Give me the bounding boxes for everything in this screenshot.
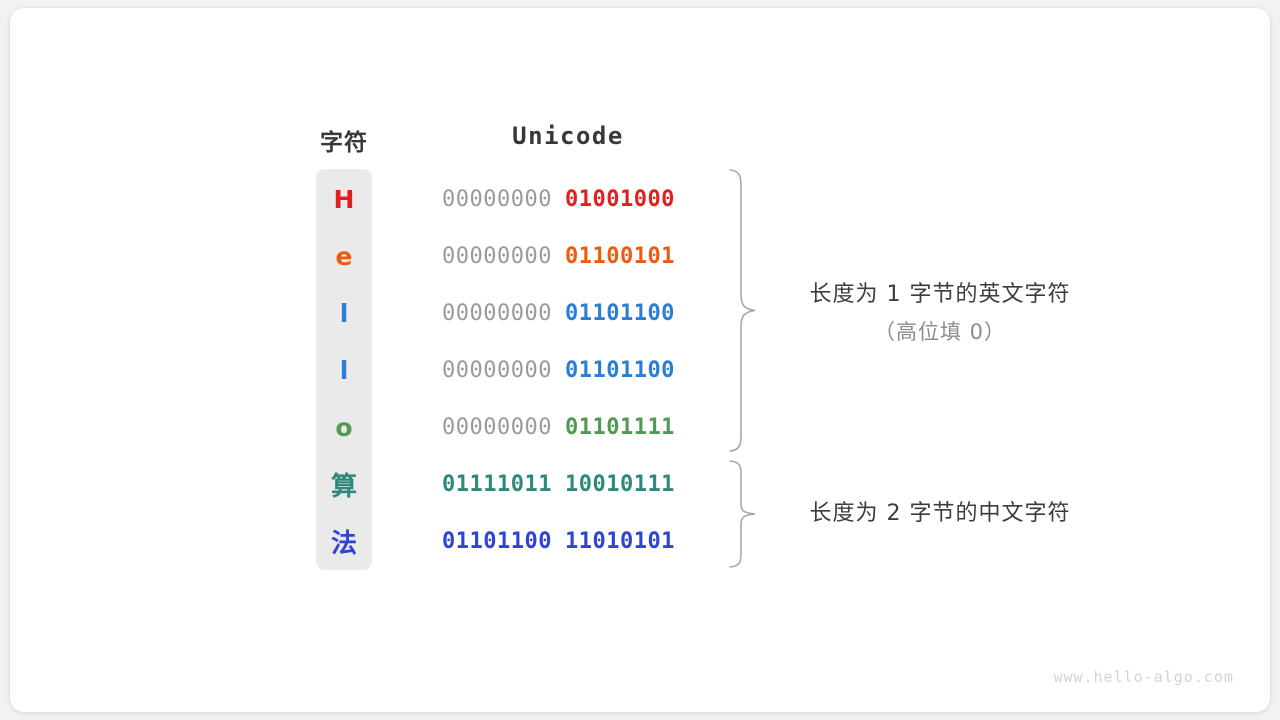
row-high-byte: 00000000 bbox=[442, 415, 552, 440]
row-low-byte: 01101100 bbox=[564, 301, 675, 326]
row-high-byte: 00000000 bbox=[442, 187, 552, 212]
annotation-single-byte-line1: 长度为 1 字节的英文字符 bbox=[809, 282, 1071, 307]
column-header-character: 字符 bbox=[320, 129, 368, 155]
annotation-double-byte: 长度为 2 字节的中文字符 bbox=[780, 495, 1100, 527]
encoding-row: l 00000000 01101100 bbox=[316, 342, 716, 399]
row-character: 法 bbox=[330, 529, 357, 559]
encoding-row: 算 01111011 10010111 bbox=[316, 456, 716, 513]
annotation-single-byte: 长度为 1 字节的英文字符 （高位填 0） bbox=[780, 276, 1100, 346]
row-unicode-bits: 00000000 01101111 bbox=[442, 399, 675, 456]
encoding-row: o 00000000 01101111 bbox=[316, 399, 716, 456]
row-character: e bbox=[335, 242, 353, 271]
row-high-byte: 01111011 bbox=[442, 472, 552, 497]
row-unicode-bits: 00000000 01101100 bbox=[442, 285, 675, 342]
row-unicode-bits: 00000000 01100101 bbox=[442, 228, 675, 285]
brace-single-byte bbox=[728, 168, 758, 453]
column-header-unicode: Unicode bbox=[512, 122, 624, 150]
encoding-row: 法 01101100 11010101 bbox=[316, 513, 716, 570]
row-high-byte: 00000000 bbox=[442, 244, 552, 269]
diagram-card: 字符 Unicode H 00000000 01001000 e 00000000 011… bbox=[10, 8, 1270, 712]
row-low-byte: 11010101 bbox=[564, 529, 675, 554]
row-unicode-bits: 01111011 10010111 bbox=[442, 456, 675, 513]
encoding-row: l 00000000 01101100 bbox=[316, 285, 716, 342]
row-character: l bbox=[339, 356, 349, 385]
encoding-row: H 00000000 01001000 bbox=[316, 171, 716, 228]
row-low-byte: 10010111 bbox=[564, 472, 675, 497]
row-high-byte: 01101100 bbox=[442, 529, 552, 554]
row-character: H bbox=[333, 185, 355, 214]
row-low-byte: 01101111 bbox=[564, 415, 675, 440]
row-character: 算 bbox=[330, 472, 357, 502]
character-column-panel bbox=[316, 169, 372, 570]
row-unicode-bits: 00000000 01001000 bbox=[442, 171, 675, 228]
row-high-byte: 00000000 bbox=[442, 358, 552, 383]
annotation-single-byte-line2: （高位填 0） bbox=[873, 320, 1007, 344]
annotation-double-byte-line1: 长度为 2 字节的中文字符 bbox=[809, 501, 1071, 526]
row-unicode-bits: 00000000 01101100 bbox=[442, 342, 675, 399]
brace-double-byte bbox=[728, 459, 758, 569]
watermark: www.hello-algo.com bbox=[1053, 668, 1234, 686]
encoding-row: e 00000000 01100101 bbox=[316, 228, 716, 285]
row-high-byte: 00000000 bbox=[442, 301, 552, 326]
row-character: l bbox=[339, 299, 349, 328]
row-low-byte: 01100101 bbox=[564, 244, 675, 269]
row-character: o bbox=[335, 413, 353, 442]
row-low-byte: 01001000 bbox=[564, 187, 675, 212]
row-low-byte: 01101100 bbox=[564, 358, 675, 383]
row-unicode-bits: 01101100 11010101 bbox=[442, 513, 675, 570]
